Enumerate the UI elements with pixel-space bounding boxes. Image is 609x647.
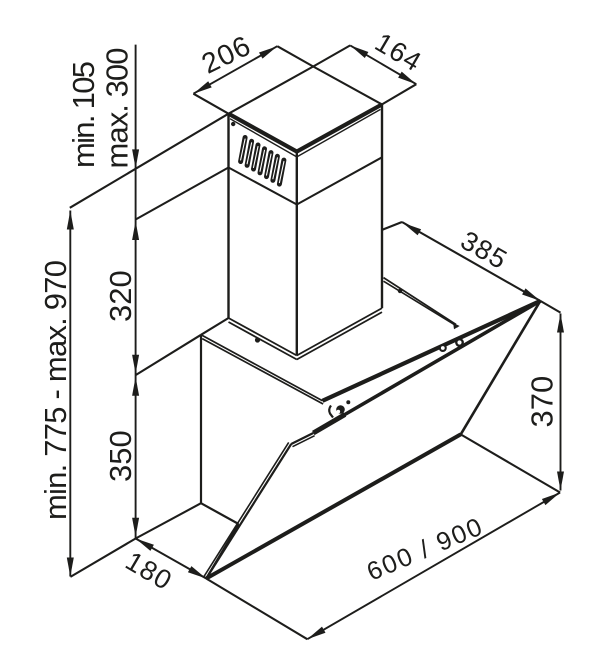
svg-text:min. 105: min. 105 xyxy=(66,61,101,168)
svg-text:370: 370 xyxy=(525,376,560,428)
svg-text:max. 300: max. 300 xyxy=(100,47,135,168)
svg-text:min. 775 - max. 970: min. 775 - max. 970 xyxy=(38,260,73,520)
svg-text:350: 350 xyxy=(103,430,138,482)
svg-text:320: 320 xyxy=(103,270,138,322)
